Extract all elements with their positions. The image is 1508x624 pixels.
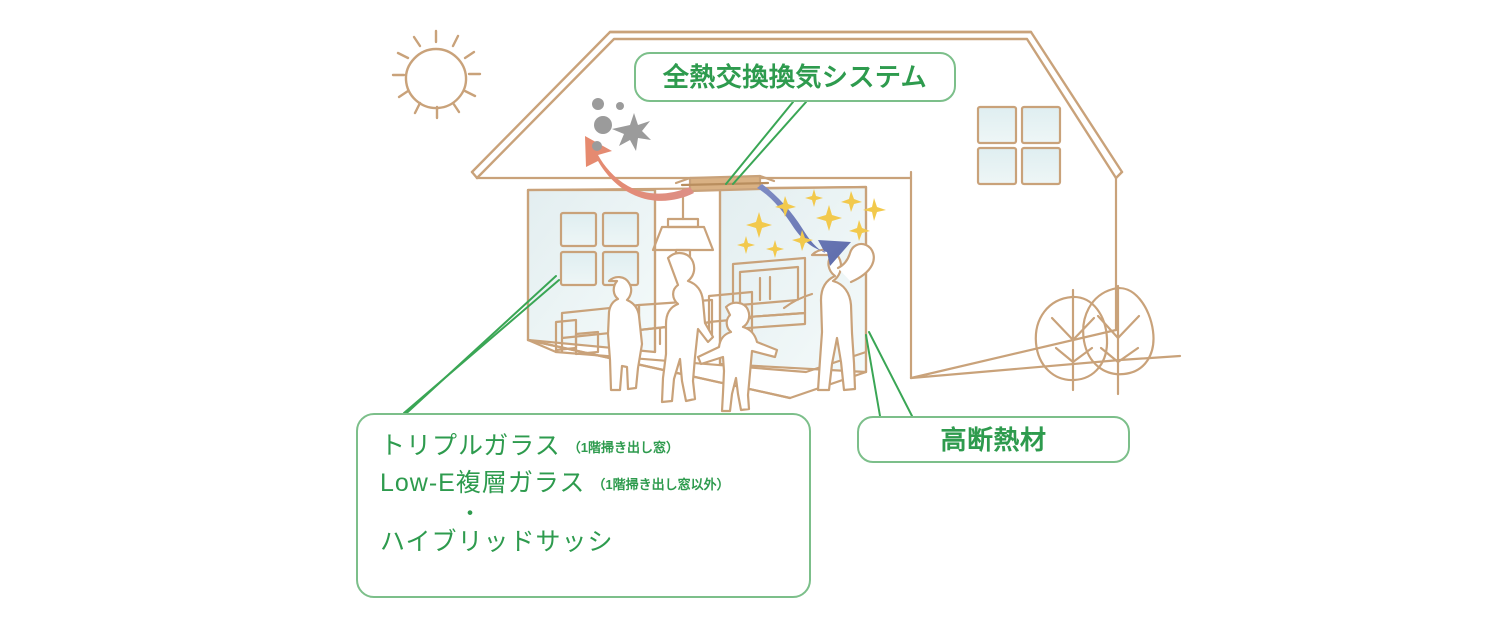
glazing-line-triple: トリプルガラス （1階掃き出し窓） (380, 429, 809, 464)
person-standing-left (660, 252, 715, 404)
sparkles-icon (737, 189, 886, 258)
house-gable-wall (909, 170, 1118, 380)
tree-icon (1082, 284, 1155, 396)
person-standing-right (782, 242, 875, 392)
family-silhouettes (606, 242, 875, 413)
leader-ventilation (725, 101, 807, 185)
glazing-separator: ・ (458, 501, 481, 526)
callout-high-insulation[interactable]: 高断熱材 (857, 416, 1130, 463)
glazing-lowe-note: （1階掃き出し窓以外） (592, 476, 730, 492)
glazing-sash-label: ハイブリッドサッシ (380, 527, 614, 556)
glazing-triple-label: トリプルガラス (380, 432, 561, 460)
glazing-triple-note: （1階掃き出し窓） (567, 440, 679, 455)
leader-insulation (865, 331, 913, 417)
window-icon (976, 105, 1062, 186)
glazing-lowe-label: Low-E複層ガラス (380, 468, 586, 497)
sun-icon (391, 29, 482, 120)
callout-glazing-sash[interactable]: トリプルガラス （1階掃き出し窓） Low-E複層ガラス （1階掃き出し窓以外）… (356, 413, 811, 598)
glazing-line-sash: ハイブリッドサッシ (380, 527, 809, 557)
glazing-line-lowe: Low-E複層ガラス （1階掃き出し窓以外） (380, 466, 809, 501)
callout-ventilation-label: 全熱交換換気システム (662, 62, 928, 92)
person-seated (606, 276, 644, 392)
callout-insulation-label: 高断熱材 (940, 424, 1047, 455)
intake-arrow-icon (757, 184, 851, 266)
house-roof (470, 30, 1124, 180)
person-child (696, 301, 779, 413)
callout-ventilation-system[interactable]: 全熱交換換気システム (634, 52, 956, 102)
dust-particles-icon (592, 98, 651, 151)
